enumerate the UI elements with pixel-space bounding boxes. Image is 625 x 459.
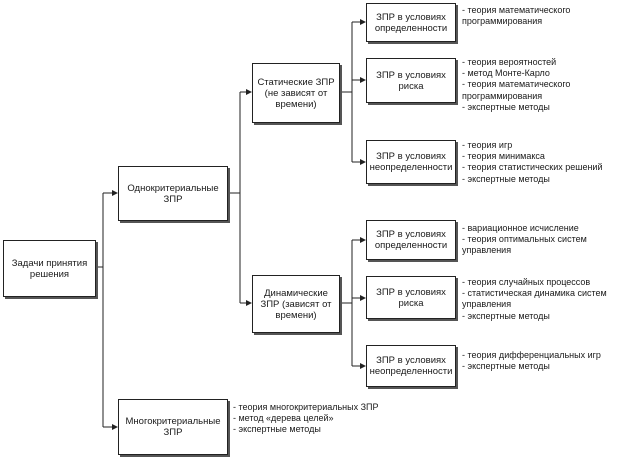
note-line: - статистическая динамика систем xyxy=(462,288,607,299)
note-line: - метод Монте-Карло xyxy=(462,68,550,79)
node-multi-criteria: Многокритериальные ЗПР xyxy=(118,399,228,455)
node-static: Статические ЗПР (не зависят от времени) xyxy=(252,63,340,123)
arrow-to-static xyxy=(246,89,252,95)
notes-static-risk: - теория вероятностей - метод Монте-Карл… xyxy=(462,57,570,113)
note-line: - теория многокритериальных ЗПР xyxy=(233,402,379,412)
notes-static-uncertainty: - теория игр - теория минимакса - теория… xyxy=(462,140,602,185)
note-line: - вариационное исчисление xyxy=(462,223,579,233)
arrow-to-static-risk xyxy=(360,77,366,83)
node-static-risk: ЗПР в условиях риска xyxy=(366,58,456,103)
note-line: - теория минимакса xyxy=(462,151,545,162)
notes-dynamic-certainty: - вариационное исчисление - теория оптим… xyxy=(462,223,587,257)
node-single-criteria-label: Однокритериальные ЗПР xyxy=(127,182,219,205)
notes-dynamic-risk: - теория случайных процессов - статистич… xyxy=(462,277,607,322)
note-line: - теория математического xyxy=(462,79,571,90)
node-dynamic-uncertainty: ЗПР в условиях неопределенности xyxy=(366,345,456,387)
arrow-to-dynamic xyxy=(246,300,252,306)
node-root-label: Задачи принятия решения xyxy=(11,257,88,280)
node-dynamic-certainty: ЗПР в условиях определенности xyxy=(366,220,456,260)
note-line: - теория случайных процессов xyxy=(462,277,591,287)
node-root: Задачи принятия решения xyxy=(3,240,96,297)
notes-static-certainty: - теория математического программировани… xyxy=(462,5,570,27)
node-static-risk-label: ЗПР в условиях риска xyxy=(376,69,446,92)
node-static-certainty: ЗПР в условиях определенности xyxy=(366,3,456,42)
notes-multi-criteria: - теория многокритериальных ЗПР - метод … xyxy=(233,402,379,436)
arrow-to-static-uncertainty xyxy=(360,159,366,165)
node-dynamic-uncertainty-label: ЗПР в условиях неопределенности xyxy=(369,355,453,377)
note-line: - теория статистических решений xyxy=(462,162,603,173)
note-line: программирования xyxy=(462,90,543,101)
notes-dynamic-uncertainty: - теория дифференциальных игр - экспертн… xyxy=(462,350,601,372)
node-static-uncertainty-label: ЗПР в условиях неопределенности xyxy=(369,151,453,173)
arrow-to-static-certainty xyxy=(360,19,366,25)
node-dynamic-risk-label: ЗПР в условиях риска xyxy=(376,286,446,309)
note-line: - экспертные методы xyxy=(462,101,550,112)
note-line: - экспертные методы xyxy=(462,310,550,321)
node-static-label: Статические ЗПР (не зависят от времени) xyxy=(257,76,335,110)
node-static-certainty-label: ЗПР в условиях определенности xyxy=(374,11,448,34)
note-line: - экспертные методы xyxy=(233,424,321,435)
node-static-uncertainty: ЗПР в условиях неопределенности xyxy=(366,140,456,184)
note-line: - экспертные методы xyxy=(462,173,550,184)
arrow-to-dynamic-certainty xyxy=(360,237,366,243)
note-line: - метод «дерева целей» xyxy=(233,413,334,424)
note-line: - теория вероятностей xyxy=(462,57,557,67)
note-line: программирования xyxy=(462,16,543,27)
note-line: - теория игр xyxy=(462,140,513,150)
note-line: управления xyxy=(462,245,512,256)
note-line: - экспертные методы xyxy=(462,361,550,372)
arrow-to-dynamic-uncertainty xyxy=(360,363,366,369)
node-multi-criteria-label: Многокритериальные ЗПР xyxy=(125,416,221,438)
arrow-to-dynamic-risk xyxy=(360,295,366,301)
note-line: - теория оптимальных систем xyxy=(462,234,587,245)
note-line: - теория математического xyxy=(462,5,571,15)
node-dynamic: Динамические ЗПР (зависят от времени) xyxy=(252,275,340,333)
note-line: управления xyxy=(462,299,512,310)
node-single-criteria: Однокритериальные ЗПР xyxy=(118,166,228,221)
node-dynamic-label: Динамические ЗПР (зависят от времени) xyxy=(260,287,332,321)
arrow-to-multi xyxy=(112,424,118,430)
node-dynamic-certainty-label: ЗПР в условиях определенности xyxy=(374,229,448,251)
arrow-to-single xyxy=(112,190,118,196)
note-line: - теория дифференциальных игр xyxy=(462,350,601,360)
node-dynamic-risk: ЗПР в условиях риска xyxy=(366,276,456,319)
